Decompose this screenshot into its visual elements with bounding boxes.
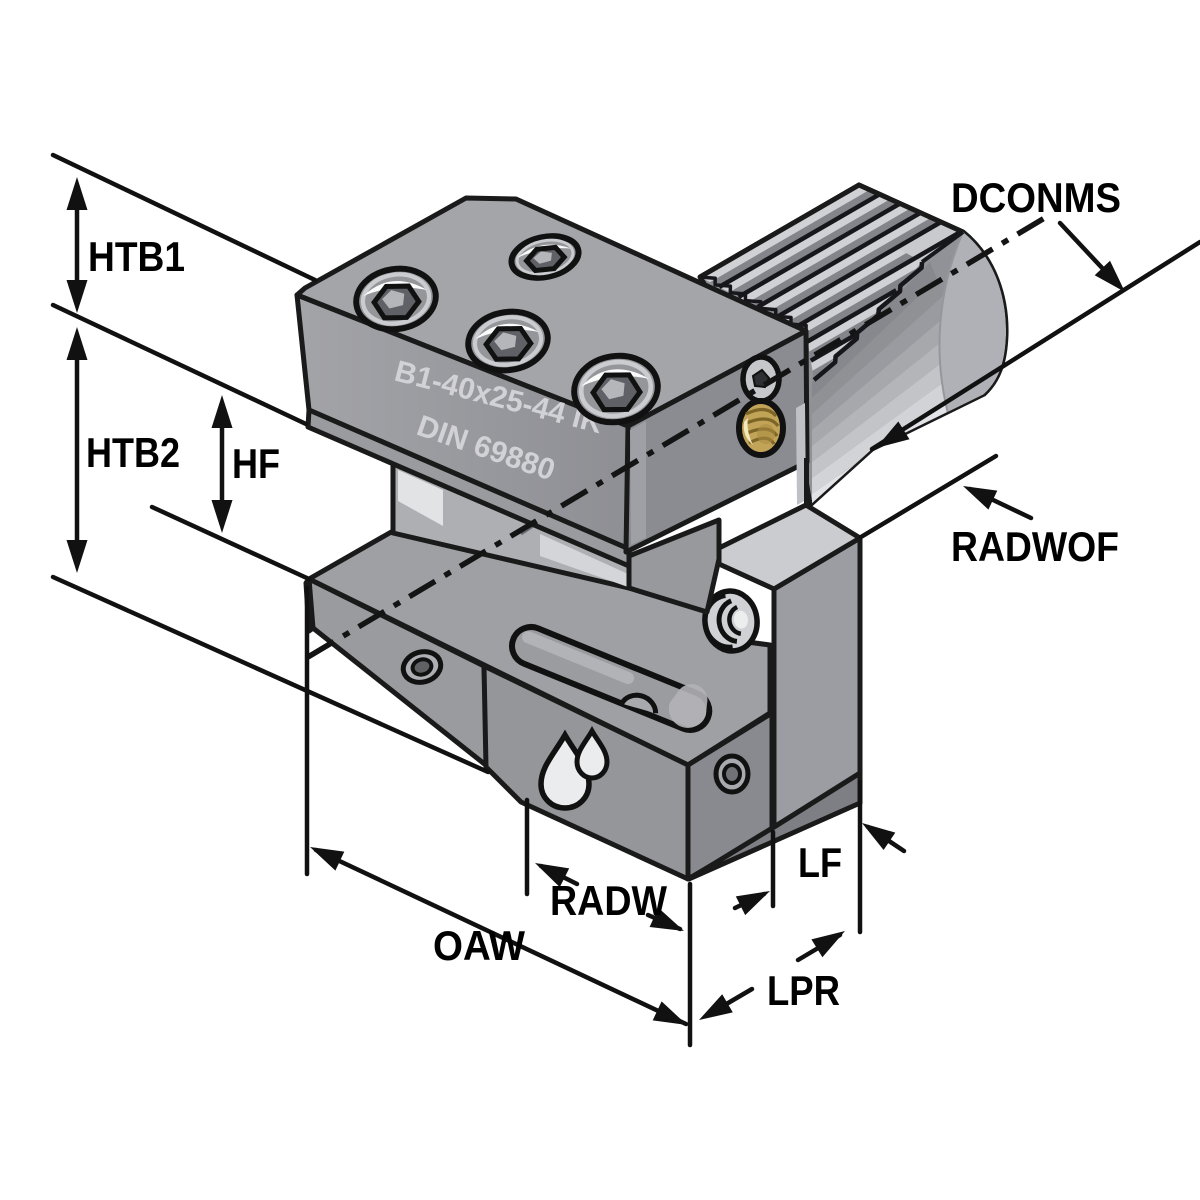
svg-text:HTB1: HTB1 [88, 233, 185, 280]
svg-text:HTB2: HTB2 [86, 429, 180, 476]
svg-text:LF: LF [798, 839, 842, 886]
svg-text:OAW: OAW [433, 922, 525, 969]
svg-text:RADWOF: RADWOF [951, 523, 1119, 570]
svg-text:DCONMS: DCONMS [951, 174, 1121, 221]
svg-text:HF: HF [232, 440, 280, 487]
svg-text:RADW: RADW [550, 877, 667, 924]
svg-text:LPR: LPR [767, 967, 840, 1014]
